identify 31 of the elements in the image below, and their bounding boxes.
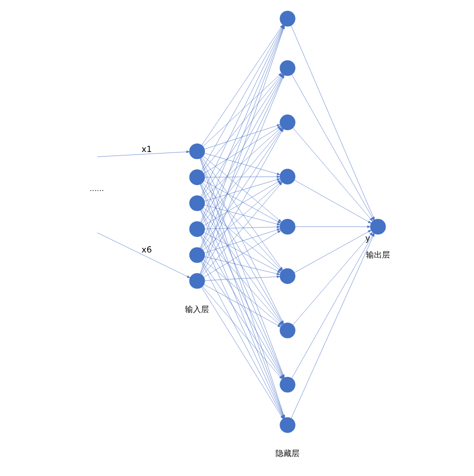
arrow [202,181,282,251]
node-circle [279,417,295,433]
arrow [294,180,371,224]
arrow [204,228,280,254]
arrow [204,175,280,178]
arrow [204,178,280,202]
arrow [294,225,370,228]
node-circle [188,195,204,212]
arrow [96,232,190,278]
node-circle [188,273,204,289]
node-circle [279,10,295,26]
arrow [203,284,280,328]
node-circle [188,143,204,160]
arrow [292,232,372,326]
arrow [292,128,372,222]
arrow [204,256,280,275]
node-circle [279,218,295,235]
arrow [202,156,282,222]
arrow [204,275,280,281]
edge-label: x6 [141,244,152,255]
arrow [204,124,280,150]
arrow [204,153,280,176]
arrow [204,226,280,230]
node-label: y [364,232,370,243]
node-circle [188,169,204,186]
arrow [96,150,190,157]
node-circle [188,247,204,263]
arrow [204,204,280,226]
node-circle [188,221,204,237]
edge-label: x1 [141,144,152,154]
arrow [294,230,371,273]
